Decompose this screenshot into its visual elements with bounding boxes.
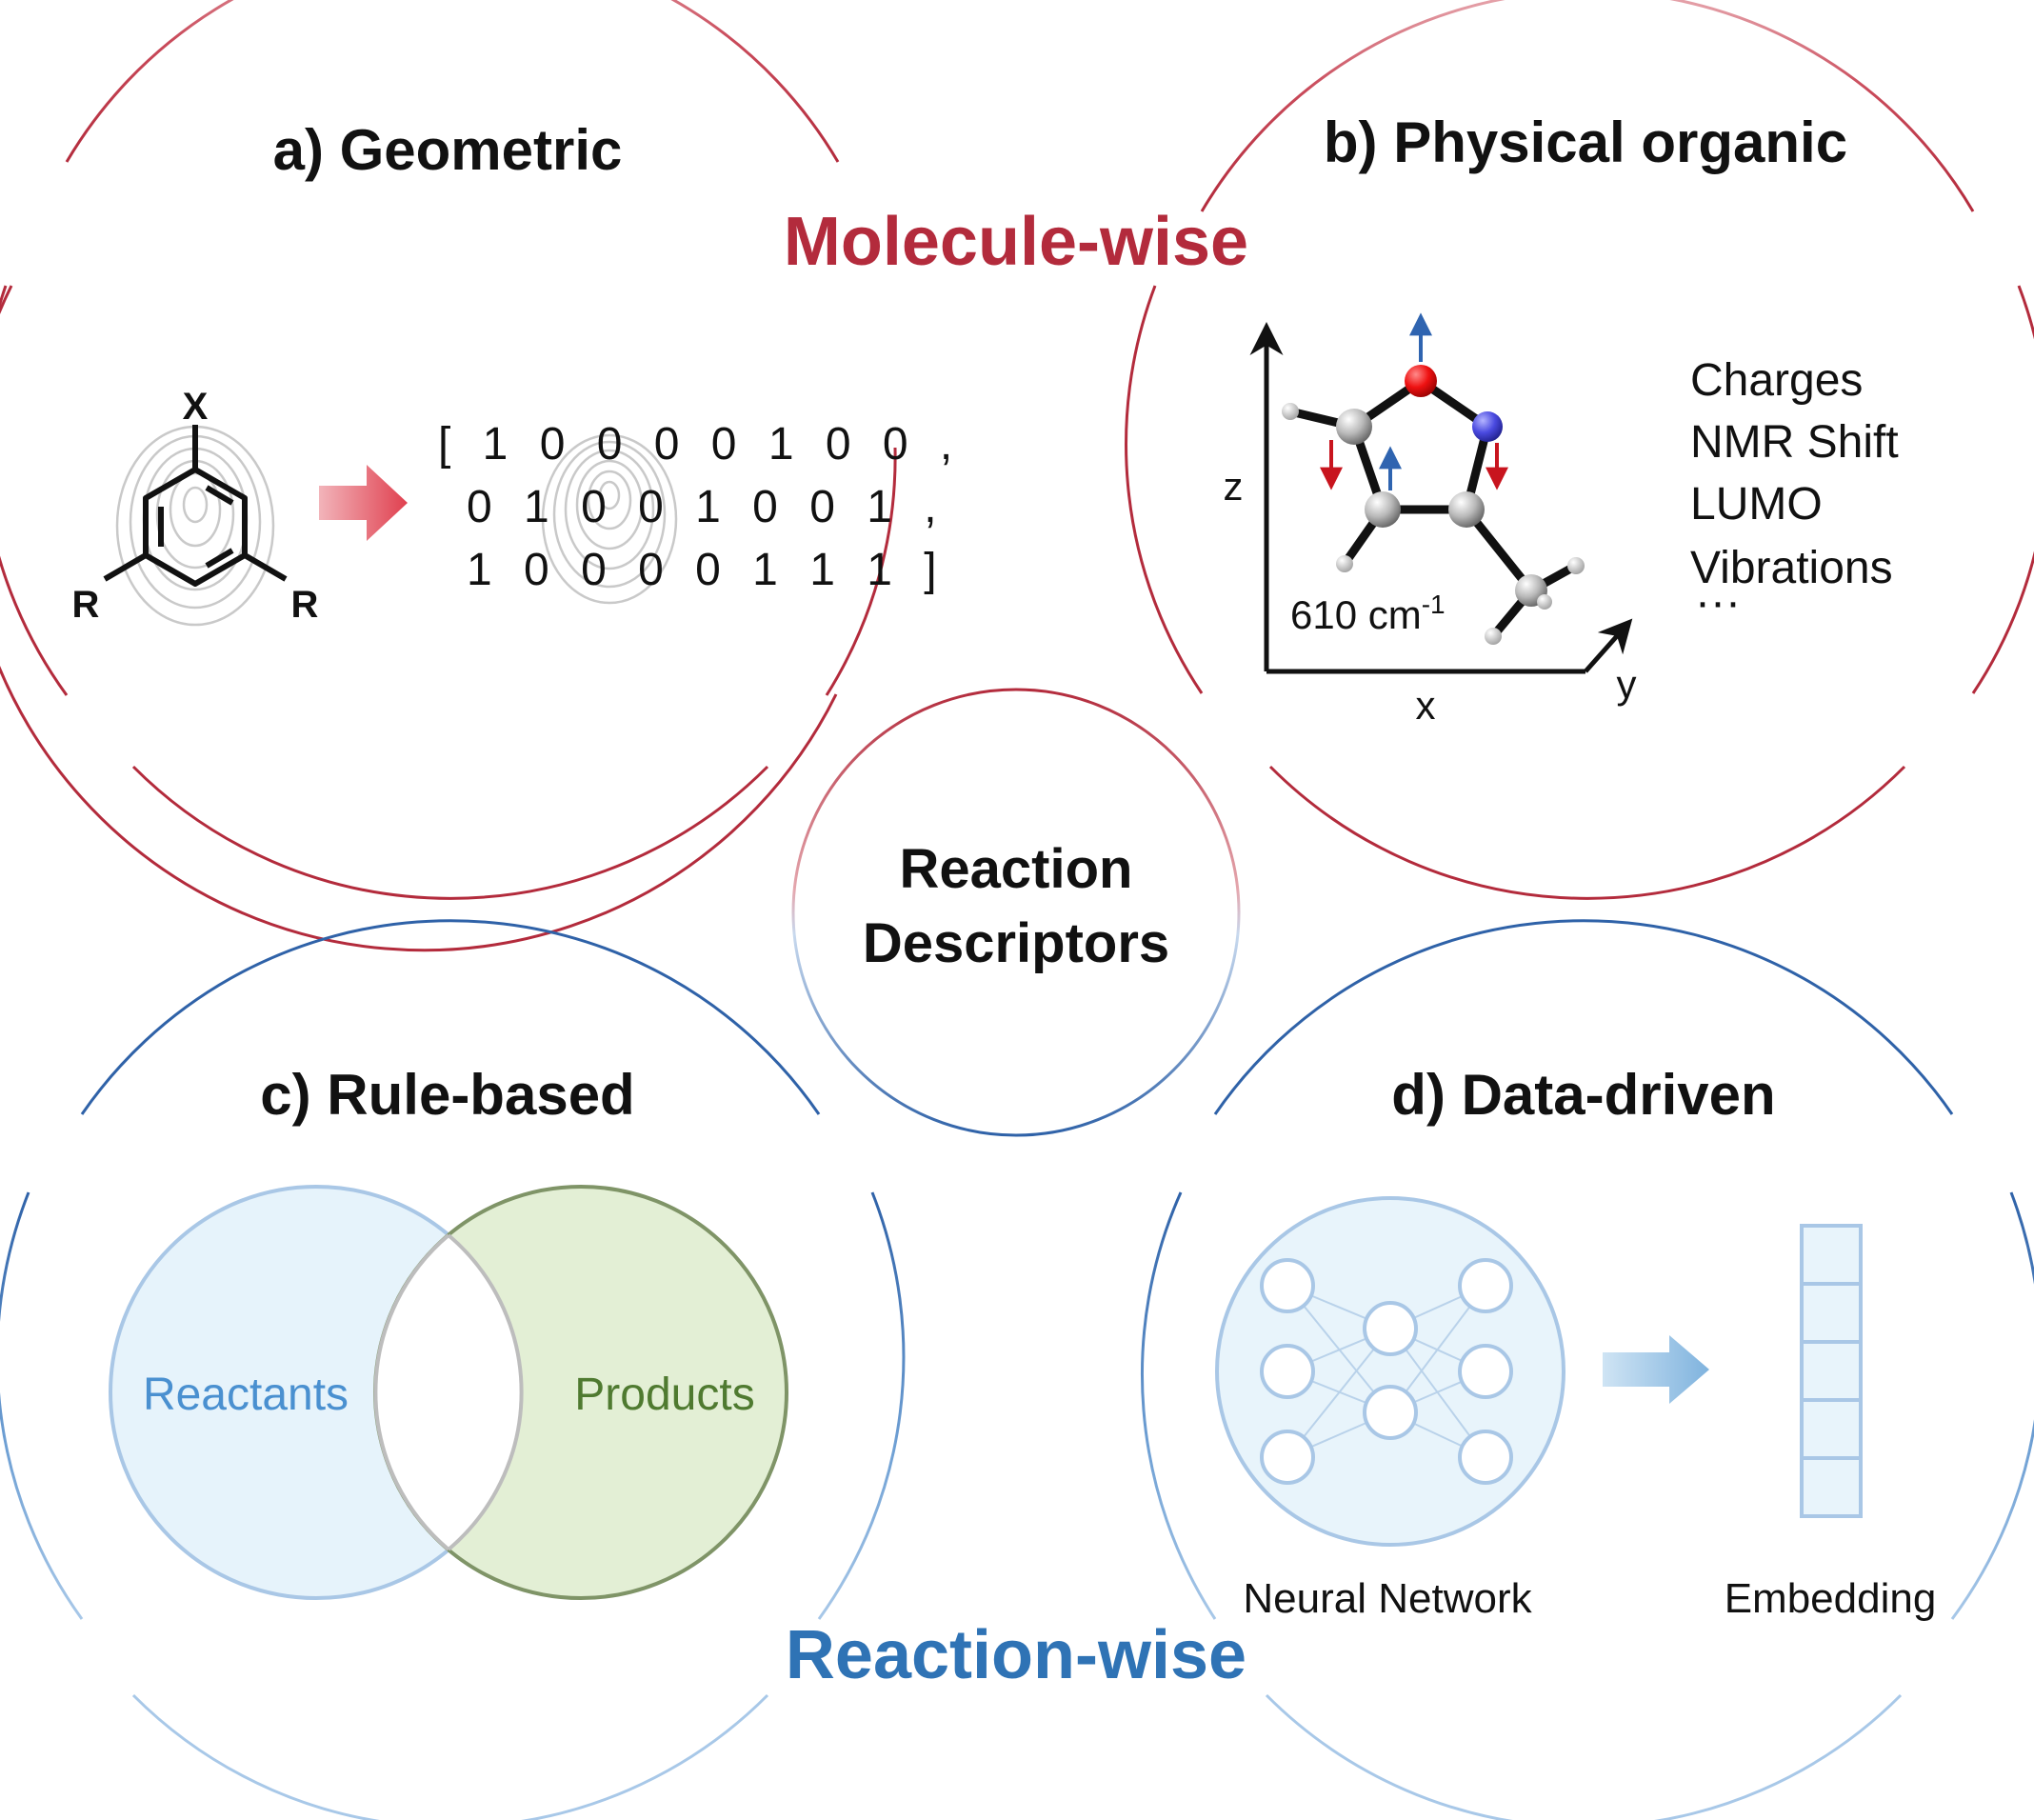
nn-node — [1458, 1258, 1513, 1313]
benzene-ring — [103, 425, 288, 587]
circle-bottom-left — [0, 919, 906, 1820]
atom-hydrogen — [1485, 628, 1502, 645]
atom-oxygen — [1405, 365, 1437, 397]
atom-hydrogen — [1567, 557, 1585, 574]
center-line-1: Reaction — [900, 838, 1133, 900]
center-line-2: Descriptors — [863, 912, 1169, 974]
transform-arrow-blue — [1603, 1335, 1709, 1404]
molecule-atoms — [1282, 365, 1585, 645]
neural-network-label: Neural Network — [1243, 1575, 1532, 1622]
products-label: Products — [574, 1370, 754, 1420]
atom-carbon — [1448, 491, 1485, 528]
venn-intersection-edge — [447, 1233, 524, 1551]
axis-x-label: x — [1416, 683, 1436, 728]
vibration-arrows — [1320, 312, 1508, 490]
nn-node — [1260, 1430, 1315, 1485]
nn-node — [1458, 1344, 1513, 1399]
nn-node — [1260, 1344, 1315, 1399]
center-circle — [791, 688, 1241, 1137]
banner-reaction-wise: Reaction-wise — [786, 1617, 1246, 1693]
atom-r-right-label: R — [291, 584, 319, 626]
atom-nitrogen — [1472, 411, 1503, 442]
atom-hydrogen — [1282, 403, 1299, 420]
atom-hydrogen — [1537, 594, 1552, 610]
neural-network-nodes — [1260, 1258, 1513, 1485]
panel-a-title: a) Geometric — [273, 118, 623, 182]
panel-d-title: d) Data-driven — [1391, 1063, 1775, 1127]
nn-node — [1260, 1258, 1315, 1313]
bit-vector-row-1: [ 1 0 0 0 0 1 0 0 , — [438, 419, 962, 470]
circle-top-right — [1125, 0, 2034, 900]
embedding-cell — [1800, 1398, 1863, 1460]
nn-node — [1363, 1385, 1418, 1440]
property-nmr-shift: NMR Shift — [1690, 417, 1899, 468]
property-lumo: LUMO — [1690, 479, 1823, 530]
panel-b-title: b) Physical organic — [1324, 110, 1847, 174]
panel-c-title: c) Rule-based — [260, 1063, 634, 1127]
bit-vector-row-3: 1 0 0 0 0 1 1 1 ] — [467, 545, 947, 595]
transform-arrow-red — [319, 465, 408, 541]
banner-molecule-wise: Molecule-wise — [784, 204, 1248, 280]
axes — [1249, 322, 1633, 674]
venn-intersection-edge — [373, 1233, 450, 1551]
atom-hydrogen — [1336, 555, 1353, 572]
embedding-cell — [1800, 1340, 1863, 1402]
property-ellipsis: ··· — [1695, 577, 1741, 628]
reactants-label: Reactants — [143, 1370, 349, 1420]
embedding-vector — [1800, 1224, 1863, 1518]
property-charges: Charges — [1690, 355, 1863, 406]
axis-y-label: y — [1617, 662, 1637, 707]
embedding-label: Embedding — [1725, 1575, 1937, 1622]
axis-z-label: z — [1224, 464, 1244, 509]
embedding-cell — [1800, 1282, 1863, 1344]
embedding-cell — [1800, 1224, 1863, 1286]
bit-vector-row-2: 0 1 0 0 1 0 0 1 , — [467, 482, 947, 532]
frequency-label: 610 cm-1 — [1290, 590, 1446, 637]
fingerprint-icon-2 — [541, 433, 678, 605]
circle-bottom-right — [1140, 919, 2034, 1820]
venn-intersection — [375, 1235, 522, 1550]
circle-top-left — [0, 0, 897, 952]
atom-carbon — [1336, 409, 1372, 445]
nn-node — [1458, 1430, 1513, 1485]
atom-carbon — [1365, 491, 1401, 528]
embedding-cell — [1800, 1456, 1863, 1518]
atom-x-label: X — [183, 386, 209, 428]
nn-node — [1363, 1301, 1418, 1356]
atom-r-left-label: R — [72, 584, 100, 626]
property-vibrations: Vibrations — [1690, 543, 1893, 593]
